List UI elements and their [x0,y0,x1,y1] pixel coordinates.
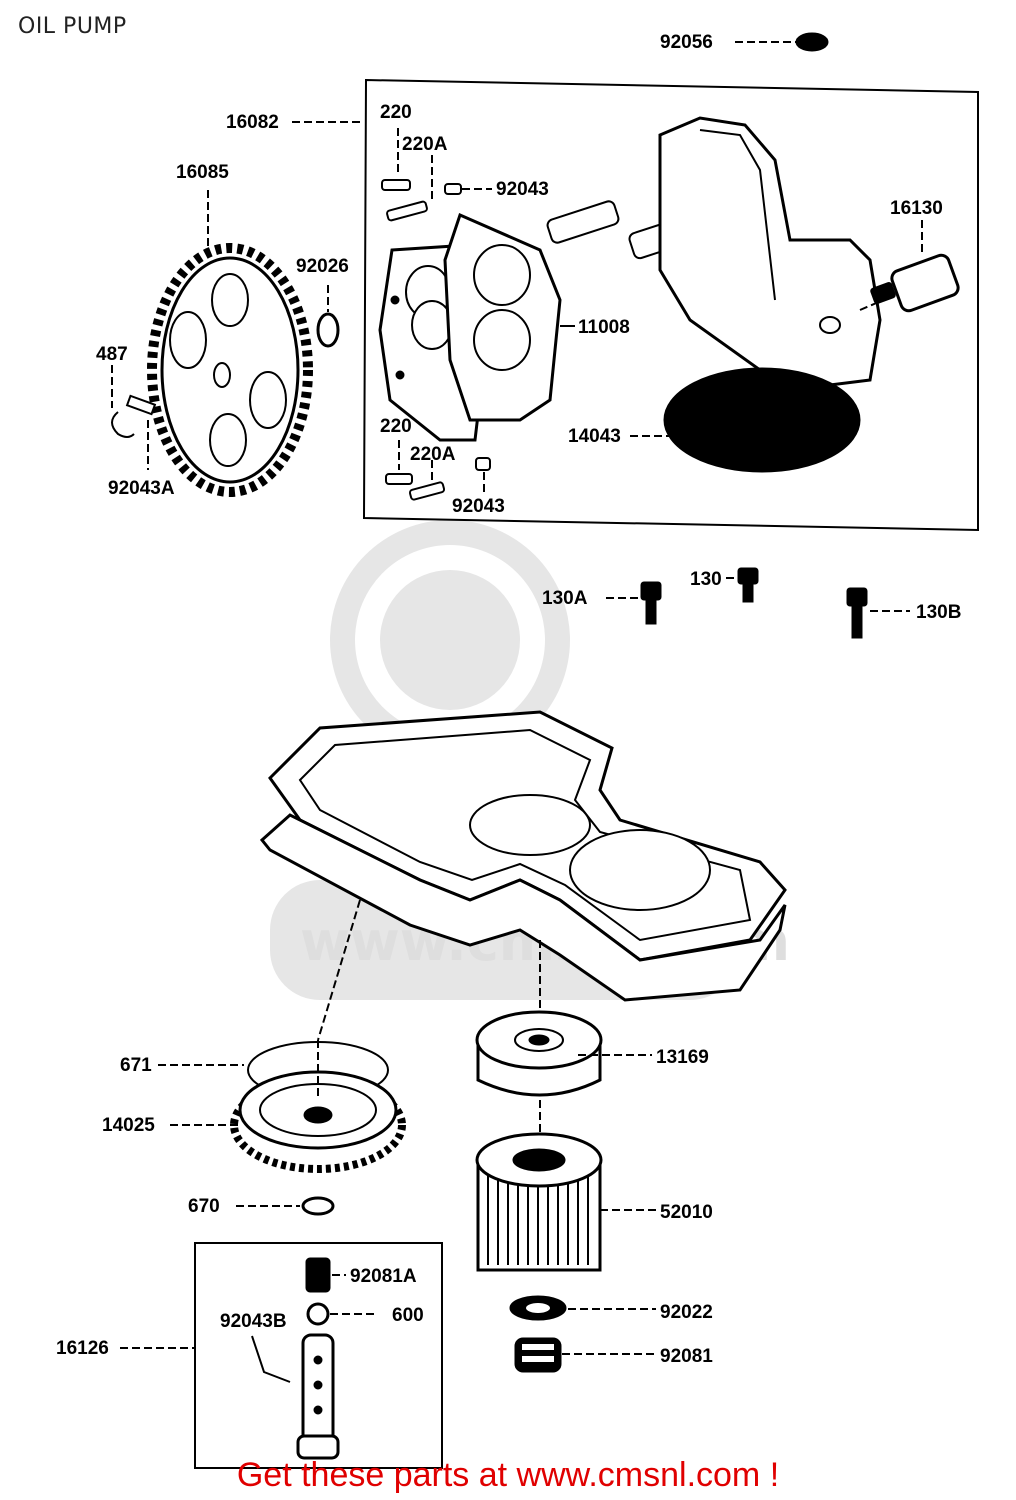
oil-filter-52010 [475,1132,603,1272]
label-14043: 14043 [568,426,621,447]
label-16085: 16085 [176,162,229,183]
pin-92043-top [444,183,462,195]
label-487: 487 [96,344,128,365]
label-92026: 92026 [296,256,349,277]
bolt-130 [737,567,759,603]
label-220A-bottom: 220A [410,444,456,465]
label-220-bottom: 220 [380,416,412,437]
pump-body [658,116,882,387]
washer-92056 [795,32,829,52]
label-11008: 11008 [578,317,630,338]
sprocket-16085 [147,243,313,497]
oil-screen-14025 [230,1070,406,1173]
label-671: 671 [120,1055,152,1076]
label-13169: 13169 [656,1047,709,1068]
bolt-220A-top [386,200,428,222]
label-16126: 16126 [56,1338,109,1359]
pin-92043-bottom [475,457,491,471]
label-92043-bottom: 92043 [452,496,505,517]
label-16130: 16130 [890,198,943,219]
label-600: 600 [392,1305,424,1326]
bolt-130A [640,581,662,625]
drain-plug-92081 [514,1337,562,1373]
o-ring-670 [301,1196,335,1216]
label-670: 670 [188,1196,220,1217]
relief-valve-body [296,1333,340,1460]
footer-link[interactable]: Get these parts at www.cmsnl.com ! [236,1456,780,1494]
label-92081A: 92081A [350,1266,417,1287]
spring-92081A [305,1257,331,1293]
label-16082: 16082 [226,112,279,133]
ball-600 [306,1302,330,1326]
pin-92043A [125,394,157,416]
label-92056: 92056 [660,32,713,53]
bolt-220-bottom [385,473,413,485]
pump-assembly-frame [362,78,979,532]
label-130: 130 [690,569,722,590]
bolt-220-top [381,179,411,191]
label-220A-top: 220A [402,134,448,155]
label-14025: 14025 [102,1115,155,1136]
washer-92026 [316,312,340,348]
relief-valve-frame [194,1242,443,1469]
o-ring-14043 [663,367,861,473]
label-92043B: 92043B [220,1311,287,1332]
filter-cover-13169 [475,1010,603,1097]
label-92043-top: 92043 [496,179,549,200]
bolt-130B [846,587,868,639]
gasket-11008 [443,212,562,422]
bolt-220A-bottom [408,481,446,501]
label-92081: 92081 [660,1346,713,1367]
label-130A: 130A [542,588,588,609]
oil-pan [259,794,787,1002]
pump-shaft-1 [546,200,620,244]
label-220-top: 220 [380,102,412,123]
label-52010: 52010 [660,1202,713,1223]
label-92022: 92022 [660,1302,713,1323]
pin-92043B [251,1335,291,1383]
oil-pressure-switch-16130 [870,253,960,313]
label-130B: 130B [916,602,961,623]
clip-487 [111,411,135,438]
page-title: OIL PUMP [18,14,127,39]
label-92043A: 92043A [108,478,175,499]
